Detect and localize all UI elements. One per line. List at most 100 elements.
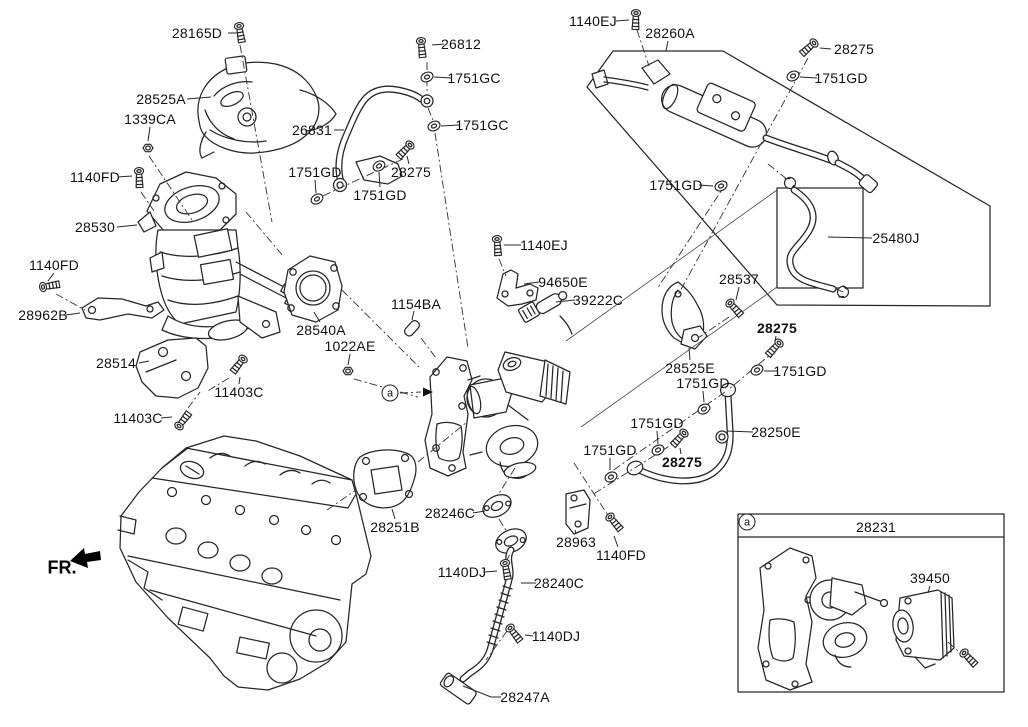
callout-arrow-icon bbox=[423, 387, 433, 397]
part-label-28275: 28275 bbox=[391, 164, 431, 180]
washer-1751GD-5 bbox=[748, 362, 766, 378]
washer-1751GD-1 bbox=[784, 68, 802, 84]
sensor-39222C bbox=[518, 285, 572, 334]
bolt-inset bbox=[957, 646, 980, 669]
boundary-polygon bbox=[587, 51, 990, 306]
part-label-1022AE: 1022AE bbox=[324, 338, 376, 354]
washer-1751GC-2 bbox=[425, 118, 443, 134]
part-label-28525E: 28525E bbox=[665, 360, 715, 376]
part-label-28275: 28275 bbox=[834, 41, 874, 57]
bolt-1140FD-2 bbox=[38, 278, 61, 293]
engine-block-sketch bbox=[118, 436, 371, 690]
callout-marker-a-main: a bbox=[381, 384, 399, 402]
part-label-1751GD: 1751GD bbox=[630, 415, 684, 431]
part-label-28514: 28514 bbox=[96, 355, 136, 371]
inset-turbo-28231 bbox=[758, 548, 888, 690]
part-label-28240C: 28240C bbox=[533, 575, 585, 591]
bracket-28514 bbox=[136, 338, 208, 398]
bolt-1140FD-1 bbox=[133, 166, 145, 189]
turbocharger-assembly bbox=[425, 352, 570, 480]
part-label-26812: 26812 bbox=[441, 36, 481, 52]
bracket-28525E bbox=[662, 282, 707, 349]
washer-1751GC-1 bbox=[418, 69, 436, 85]
bolt-26812 bbox=[415, 36, 428, 59]
washer-1751GD-8 bbox=[602, 469, 620, 485]
pin-1154BA bbox=[403, 319, 421, 338]
fr-direction-arrow-icon bbox=[70, 548, 101, 568]
part-label-1140DJ: 1140DJ bbox=[437, 564, 487, 580]
inset-box bbox=[738, 514, 1004, 692]
part-label-28963: 28963 bbox=[556, 534, 596, 550]
washer-1751GD-2 bbox=[370, 158, 388, 174]
part-label-11403C: 11403C bbox=[113, 410, 163, 426]
bracket-28963 bbox=[566, 490, 590, 534]
actuator-39450 bbox=[891, 590, 954, 668]
bolt-11403C-2 bbox=[172, 409, 194, 433]
part-label-28537: 28537 bbox=[719, 271, 759, 287]
part-label-1140EJ: 1140EJ bbox=[569, 13, 617, 29]
part-label-39222C: 39222C bbox=[572, 292, 624, 308]
bolt-28275-mid bbox=[394, 138, 417, 161]
catalytic-converter-28530 bbox=[138, 172, 297, 344]
bolt-1140DJ-2 bbox=[503, 621, 525, 645]
bracket-28962B bbox=[82, 298, 164, 320]
part-label-1751GD: 1751GD bbox=[773, 363, 827, 379]
washer-1751GD-6 bbox=[695, 401, 713, 417]
egr-pipe-28260A bbox=[592, 60, 879, 194]
leader-lines bbox=[48, 20, 930, 697]
water-pipe-26831 bbox=[334, 89, 434, 191]
part-label-1751GC: 1751GC bbox=[447, 70, 501, 86]
nut-1339CA bbox=[142, 143, 154, 153]
part-label-25480J: 25480J bbox=[872, 230, 920, 246]
fr-label: FR. bbox=[47, 557, 77, 578]
washer-1751GD-3 bbox=[308, 191, 326, 207]
gasket-28246C bbox=[479, 490, 515, 522]
gasket-28251B bbox=[354, 450, 416, 508]
part-label-39450: 39450 bbox=[910, 570, 950, 586]
hose-25480J bbox=[781, 174, 851, 301]
part-label-28165D: 28165D bbox=[171, 25, 223, 41]
part-label-28525A: 28525A bbox=[136, 91, 186, 107]
part-label-11403C: 11403C bbox=[214, 384, 264, 400]
part-label-28250E: 28250E bbox=[751, 424, 801, 440]
part-label-28231: 28231 bbox=[856, 519, 896, 535]
bolt-1140FD-3 bbox=[603, 510, 625, 534]
part-label-1751GC: 1751GC bbox=[455, 117, 509, 133]
part-label-1751GD: 1751GD bbox=[814, 70, 868, 86]
washer-1751GD-4 bbox=[712, 178, 730, 194]
part-label-1140FD: 1140FD bbox=[29, 257, 79, 273]
assembly-axis-lines bbox=[56, 30, 960, 660]
part-label-1140DJ: 1140DJ bbox=[531, 628, 581, 644]
part-label-28260A: 28260A bbox=[645, 25, 695, 41]
part-label-1140EJ: 1140EJ bbox=[520, 237, 568, 253]
part-label-1751GD: 1751GD bbox=[353, 187, 407, 203]
part-label-28962B: 28962B bbox=[18, 307, 68, 323]
callout-marker-a-inset: a bbox=[738, 513, 756, 531]
part-label-94650E: 94650E bbox=[538, 274, 588, 290]
part-label-1140FD: 1140FD bbox=[70, 169, 120, 185]
part-label-28530: 28530 bbox=[75, 219, 115, 235]
part-label-1751GD: 1751GD bbox=[288, 164, 342, 180]
bolt-1140EJ-top bbox=[630, 8, 642, 31]
bracket-94650E bbox=[497, 270, 538, 306]
part-label-28247A: 28247A bbox=[500, 689, 550, 705]
part-label-28275: 28275 bbox=[662, 454, 702, 470]
bolt-28165D bbox=[233, 21, 248, 44]
part-label-28246C: 28246C bbox=[424, 505, 476, 521]
part-label-1751GD: 1751GD bbox=[583, 442, 637, 458]
bolt-28537 bbox=[723, 296, 746, 319]
oil-pipe-28240C bbox=[439, 524, 530, 705]
part-label-1140FD: 1140FD bbox=[596, 547, 646, 563]
coolant-pipe-28250E bbox=[625, 382, 737, 481]
part-label-1339CA: 1339CA bbox=[124, 111, 176, 127]
bolt-11403C-1 bbox=[228, 352, 250, 376]
bolt-28275-b1 bbox=[763, 336, 786, 359]
part-label-1154BA: 1154BA bbox=[391, 296, 441, 312]
bolt-1140EJ-2 bbox=[491, 234, 504, 257]
heat-shield-28525A bbox=[198, 56, 402, 184]
bolt-28275-topright bbox=[798, 36, 821, 59]
part-label-1751GD: 1751GD bbox=[649, 177, 703, 193]
nut-1022AE bbox=[342, 366, 354, 376]
projection-lines bbox=[566, 190, 777, 427]
